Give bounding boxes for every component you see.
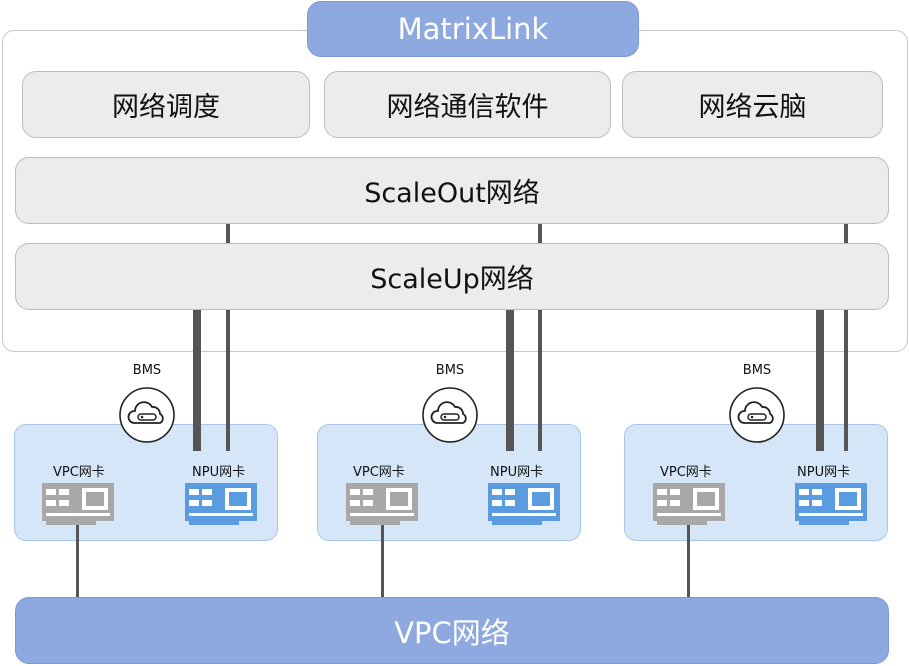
npu-link-end-2b [538,424,542,451]
vpc-link-2 [381,520,384,598]
scaleup-network-layer: ScaleUp网络 [15,243,889,310]
bms-cloud-server-icon [119,387,175,443]
npu-nic-card-icon [795,483,867,525]
module-network-comm-software: 网络通信软件 [324,71,611,138]
bms-cloud-server-icon [422,387,478,443]
bms-label-1: BMS [132,363,162,378]
npu-nic-card-icon [488,483,560,525]
npu-nic-label-1: NPU网卡 [192,465,246,480]
vpc-nic-card-icon [346,483,418,525]
npu-nic-card-icon [185,483,257,525]
vpc-link-1 [76,520,79,598]
bms-label-3: BMS [742,363,772,378]
scaleup-link-2 [506,308,514,451]
scaleout-network-layer: ScaleOut网络 [15,157,889,224]
vpc-nic-label-2: VPC网卡 [353,465,405,480]
scaleout-link-3 [844,222,848,244]
npu-link-end-3b [844,424,848,451]
module-network-cloud-brain: 网络云脑 [622,71,883,138]
scaleup-link-1 [193,308,201,451]
scaleout-npu-link-3 [844,308,848,451]
vpc-nic-label-1: VPC网卡 [53,465,105,480]
scaleout-npu-link-2 [538,308,542,451]
matrixlink-title: MatrixLink [307,1,639,57]
module-network-scheduling: 网络调度 [22,71,310,138]
vpc-link-3 [687,520,690,598]
npu-link-end-1a [193,424,201,451]
npu-link-end-1b [226,424,230,451]
vpc-nic-card-icon [653,483,725,525]
npu-link-end-3a [816,424,824,451]
vpc-nic-label-3: VPC网卡 [660,465,712,480]
scaleout-link-1 [226,222,230,244]
scaleup-link-3 [816,308,824,451]
scaleout-npu-link-1 [226,308,230,451]
bms-label-2: BMS [435,363,465,378]
vpc-nic-card-icon [42,483,114,525]
npu-link-end-2a [506,424,514,451]
vpc-network-layer: VPC网络 [15,597,889,664]
scaleout-link-2 [538,222,542,244]
npu-nic-label-2: NPU网卡 [490,465,544,480]
bms-cloud-server-icon [729,387,785,443]
npu-nic-label-3: NPU网卡 [797,465,851,480]
